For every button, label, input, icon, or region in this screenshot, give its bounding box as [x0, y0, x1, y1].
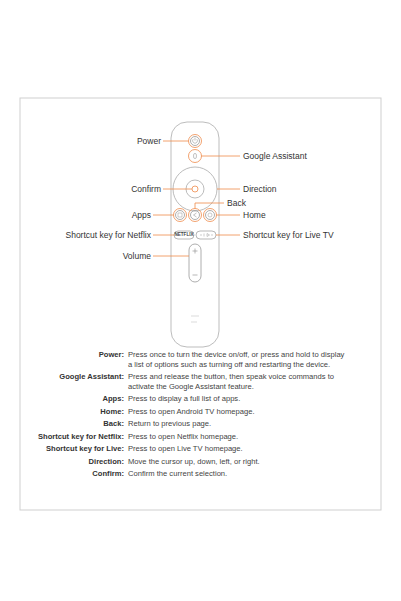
apps-button — [176, 211, 185, 220]
table-description: Press once to turn the device on/off, or… — [128, 350, 350, 369]
callout-label: Direction — [243, 184, 277, 194]
callout-label: Apps — [132, 210, 151, 220]
table-term: Back: — [22, 419, 124, 429]
leader-lines — [153, 135, 240, 257]
back-icon — [194, 213, 197, 217]
table-term: Power: — [22, 350, 124, 369]
callout-label: Back — [227, 198, 246, 208]
table-term: Apps: — [22, 394, 124, 404]
leader-ring — [174, 209, 187, 222]
back-button — [191, 211, 200, 220]
volume-symbols — [193, 249, 198, 276]
power-button — [191, 137, 200, 146]
table-term: Google Assistant: — [22, 372, 124, 391]
netflix-button — [174, 231, 194, 239]
description-table: Power:Press once to turn the device on/o… — [22, 350, 350, 479]
home-button — [206, 211, 215, 220]
leader-line — [202, 156, 241, 157]
leader-ring — [189, 209, 202, 222]
table-description: Return to previous page. — [128, 419, 350, 429]
callout-label: Volume — [123, 251, 151, 261]
leader-line — [195, 203, 224, 209]
table-term: Shortcut key for Netflix: — [22, 432, 124, 442]
table-term: Home: — [22, 407, 124, 417]
leader-line — [163, 189, 192, 190]
leader-line — [216, 235, 240, 236]
remote-marks — [191, 316, 199, 322]
callout-label: Power — [137, 136, 161, 146]
callout-label: Home — [243, 210, 266, 220]
callout-label: Shortcut key for Live TV — [243, 230, 334, 240]
table-description: Press to open Netflix homepage. — [128, 432, 350, 442]
leader-ring — [189, 150, 202, 163]
live-tv-icon — [200, 234, 213, 237]
leader-line — [153, 215, 174, 216]
leader-line — [163, 141, 189, 142]
table-term: Shortcut key for Live: — [22, 444, 124, 454]
live-tv-button — [196, 231, 216, 239]
power-icon — [193, 138, 198, 143]
callout-label: Confirm — [131, 184, 161, 194]
table-description: Press to display a full list of apps. — [128, 394, 350, 404]
leader-ring — [192, 186, 198, 192]
mic-icon — [194, 154, 197, 159]
table-description: Press and release the button, then speak… — [128, 372, 350, 391]
table-description: Move the cursor up, down, left, or right… — [128, 457, 350, 467]
callout-label: Google Assistant — [243, 151, 307, 161]
table-description: Press to open Live TV homepage. — [128, 444, 350, 454]
leader-line — [217, 215, 241, 216]
leader-line — [153, 235, 174, 236]
home-icon — [208, 213, 212, 217]
table-term: Confirm: — [22, 469, 124, 479]
table-term: Direction: — [22, 457, 124, 467]
volume-rocker — [189, 244, 201, 282]
table-description: Confirm the current selection. — [128, 469, 350, 479]
apps-icon — [178, 213, 182, 217]
frame — [20, 98, 381, 510]
leader-ring — [204, 209, 217, 222]
leader-line — [217, 189, 240, 190]
leader-ring — [189, 135, 202, 148]
leader-line — [153, 256, 189, 257]
callout-label: Shortcut key for Netflix — [65, 230, 151, 240]
button-text: NETFLIX — [174, 232, 193, 238]
table-description: Press to open Android TV homepage. — [128, 407, 350, 417]
